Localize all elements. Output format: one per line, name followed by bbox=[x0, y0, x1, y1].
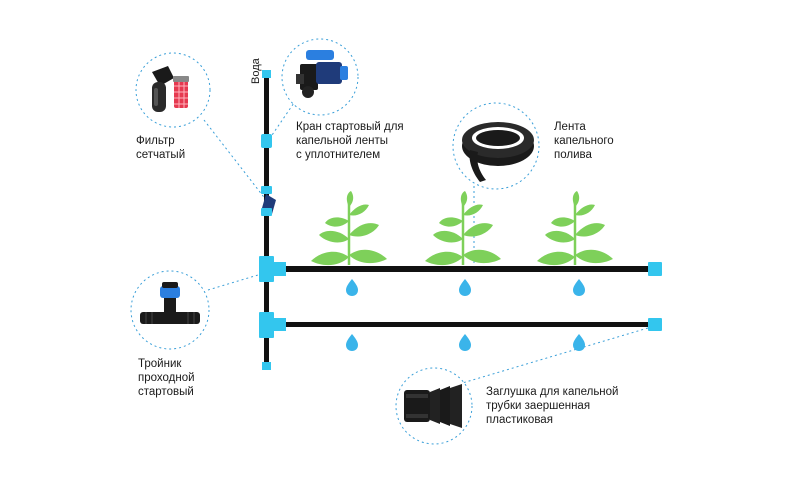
water-drop-icon bbox=[346, 334, 358, 351]
plug-label-line: пластиковая bbox=[486, 414, 553, 426]
plug-label: Заглушка для капельной трубки заершенная… bbox=[486, 385, 618, 427]
filter-label-line: Фильтр bbox=[136, 135, 175, 147]
water-drop-icon bbox=[459, 279, 471, 296]
end-plug-1 bbox=[648, 262, 662, 276]
tee-label-line: проходной bbox=[138, 372, 195, 384]
valve-callout bbox=[281, 38, 359, 116]
water-drop-icon bbox=[346, 279, 358, 296]
tee-label: Тройник проходной стартовый bbox=[138, 357, 195, 399]
tee-label-line: Тройник bbox=[138, 358, 182, 370]
tee-connector-1 bbox=[259, 256, 286, 282]
plug-label-line: Заглушка для капельной bbox=[486, 386, 619, 398]
tape-label: Лента капельного полива bbox=[554, 120, 614, 162]
end-plug-2 bbox=[648, 318, 662, 331]
drip-line-2 bbox=[268, 322, 654, 327]
filter-label: Фильтр сетчатый bbox=[136, 134, 185, 162]
filter-callout bbox=[135, 52, 211, 128]
valve-label-line: с уплотнителем bbox=[296, 149, 381, 161]
tee-connector-icon bbox=[140, 282, 200, 324]
plug-label-line: трубки заершенная bbox=[486, 400, 591, 412]
valve-label-line: Кран стартовый для bbox=[296, 121, 404, 133]
tee-label-line: стартовый bbox=[138, 386, 194, 398]
mesh-filter-icon bbox=[152, 66, 189, 112]
tape-callout bbox=[452, 102, 540, 190]
valve-label: Кран стартовый для капельной ленты с упл… bbox=[296, 120, 404, 162]
main-pipe-top-cap bbox=[262, 70, 271, 78]
water-drop-icon bbox=[573, 334, 585, 351]
main-pipe-bottom-cap bbox=[262, 362, 271, 370]
plug-callout bbox=[395, 367, 473, 445]
seedling-icon bbox=[423, 189, 503, 267]
valve-fitting bbox=[261, 134, 272, 148]
filter-fitting bbox=[261, 186, 272, 194]
water-drop-icon bbox=[573, 279, 585, 296]
drip-tape-roll-icon bbox=[462, 122, 534, 182]
water-inlet-label: Вода bbox=[250, 58, 262, 84]
tee-connector-2 bbox=[259, 312, 286, 338]
valve-label-line: капельной ленты bbox=[296, 135, 388, 147]
tape-label-line: полива bbox=[554, 149, 592, 161]
tape-label-line: капельного bbox=[554, 135, 614, 147]
end-plug-icon bbox=[404, 384, 462, 428]
tape-label-line: Лента bbox=[554, 121, 586, 133]
seedling-icon bbox=[309, 189, 389, 267]
start-valve-icon bbox=[296, 50, 348, 98]
drip-line-1 bbox=[268, 266, 654, 272]
main-supply-pipe bbox=[264, 76, 269, 368]
filter-label-line: сетчатый bbox=[136, 149, 186, 161]
filter-fitting-nut bbox=[261, 208, 272, 216]
seedling-icon bbox=[535, 189, 615, 267]
water-drop-icon bbox=[459, 334, 471, 351]
tee-callout bbox=[130, 270, 210, 350]
